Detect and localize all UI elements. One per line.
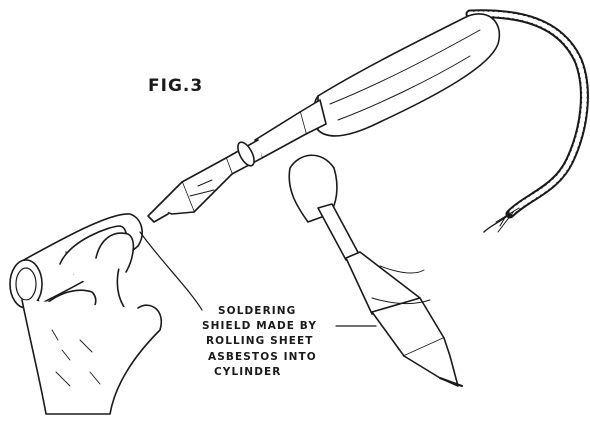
callout-line-1: SOLDERING bbox=[202, 304, 317, 319]
callout-line-5: CYLINDER bbox=[202, 365, 317, 380]
iron-handle bbox=[314, 14, 500, 136]
callout-line-4: ASBESTOS INTO bbox=[202, 350, 317, 365]
shield-callout-label: SOLDERING SHIELD MADE BY ROLLING SHEET A… bbox=[202, 304, 317, 380]
figure-title: FIG.3 bbox=[148, 76, 203, 96]
callout-line-3: ROLLING SHEET bbox=[202, 334, 317, 349]
left-hand-with-shield bbox=[10, 214, 161, 414]
callout-line-2: SHIELD MADE BY bbox=[202, 319, 317, 334]
